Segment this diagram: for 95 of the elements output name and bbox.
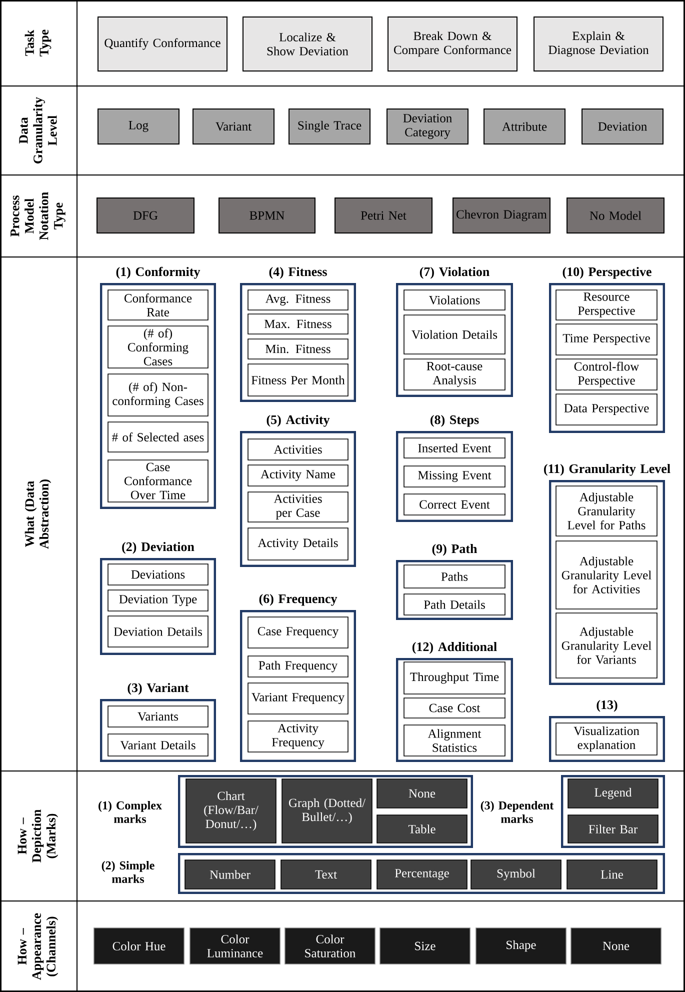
node-label: (5) Activity bbox=[266, 414, 330, 427]
category-box: Single Trace bbox=[288, 108, 370, 144]
item-box: Activity Name bbox=[248, 464, 348, 486]
mark-box: Legend bbox=[568, 778, 658, 808]
item-box: Case Conformance Over Time bbox=[108, 460, 208, 502]
mark-box: Line bbox=[566, 860, 658, 890]
item-box: Variant Details bbox=[108, 734, 208, 756]
item-box: Control-flow Perspective bbox=[556, 358, 658, 390]
item-box: Adjustable Granularity Level for Activities bbox=[556, 540, 658, 610]
item-box: Avg. Fitness bbox=[248, 290, 348, 310]
node-label: (7) Violation bbox=[420, 267, 490, 279]
item-box: Case Frequency bbox=[248, 616, 348, 648]
category-box: Localize & Show Deviation bbox=[242, 16, 372, 72]
node-label: (11) Granularity Level bbox=[544, 464, 670, 476]
item-box: Data Perspective bbox=[556, 394, 658, 426]
item-box: Activities bbox=[248, 438, 348, 460]
item-box: Violation Details bbox=[404, 314, 506, 354]
category-box: BPMN bbox=[218, 198, 316, 234]
item-box: Variants bbox=[108, 706, 208, 728]
channel-box: None bbox=[570, 928, 662, 964]
item-box: (# of) Non-conforming Cases bbox=[108, 374, 208, 416]
node-label: (1) Complex marks bbox=[98, 801, 162, 823]
category-box: Log bbox=[98, 108, 180, 144]
mark-box: Graph (Dotted/ Bullet/…) bbox=[282, 778, 372, 844]
item-box: Adjustable Granularity Level for Paths bbox=[556, 486, 658, 536]
row-header: What (Data Abstraction) bbox=[24, 480, 52, 549]
node-label: (13) bbox=[596, 700, 618, 712]
category-box: Petri Net bbox=[334, 198, 432, 234]
channel-box: Color Hue bbox=[94, 928, 184, 964]
channel-box: Shape bbox=[476, 928, 566, 964]
category-box: No Model bbox=[566, 198, 664, 234]
item-box: Min. Fitness bbox=[248, 338, 348, 360]
mark-box: Percentage bbox=[376, 860, 468, 890]
category-box: Explain & Diagnose Deviation bbox=[534, 16, 664, 72]
row-header: Data Granularity Level bbox=[19, 97, 57, 164]
item-box: Violations bbox=[404, 290, 506, 310]
item-box: Case Cost bbox=[404, 698, 506, 718]
node-label: (3) Dependent marks bbox=[480, 801, 554, 823]
category-box: Quantify Conformance bbox=[98, 16, 228, 72]
category-box: Chevron Diagram bbox=[452, 198, 550, 234]
mark-box: Filter Bar bbox=[568, 814, 658, 844]
item-box: Activity Details bbox=[248, 528, 348, 560]
node-label: (1) Conformity bbox=[116, 266, 200, 279]
node-label: (9) Path bbox=[432, 544, 478, 556]
item-box: Path Frequency bbox=[248, 656, 348, 678]
item-box: # of Selected ases bbox=[108, 422, 208, 452]
node-label: (8) Steps bbox=[430, 415, 479, 427]
mark-box: None bbox=[376, 778, 468, 808]
category-box: DFG bbox=[96, 198, 194, 234]
item-box: Fitness Per Month bbox=[248, 364, 348, 396]
item-box: (# of) Conforming Cases bbox=[108, 326, 208, 368]
item-box: Time Perspective bbox=[556, 324, 658, 356]
item-box: Paths bbox=[404, 564, 506, 588]
row-header: How – Depiction (Marks) bbox=[18, 809, 58, 862]
mark-box: Table bbox=[376, 814, 468, 844]
item-box: Deviations bbox=[108, 564, 208, 586]
node-label: (6) Frequency bbox=[259, 594, 338, 606]
item-box: Root-cause Analysis bbox=[404, 358, 506, 390]
mark-box: Symbol bbox=[470, 860, 562, 890]
category-box: Variant bbox=[192, 108, 274, 144]
item-box: Deviation Type bbox=[108, 590, 208, 612]
node-label: (10) Perspective bbox=[562, 267, 652, 279]
row-header: Process Model Notation Type bbox=[10, 192, 66, 240]
item-box: Activity Frequency bbox=[248, 720, 348, 752]
node-label: (2) Deviation bbox=[122, 542, 194, 554]
item-box: Missing Event bbox=[404, 466, 506, 488]
item-box: Correct Event bbox=[404, 494, 506, 516]
item-box: Max. Fitness bbox=[248, 314, 348, 334]
channel-box: Size bbox=[380, 928, 470, 964]
node-label: (12) Additional bbox=[412, 642, 497, 654]
item-box: Adjustable Granularity Level for Variants bbox=[556, 612, 658, 678]
category-box: Break Down & Compare Conformance bbox=[388, 16, 518, 72]
mark-box: Chart (Flow/Bar/ Donut/…) bbox=[186, 778, 276, 844]
node-label: (3) Variant bbox=[128, 683, 189, 695]
mark-box: Text bbox=[280, 860, 372, 890]
row-header: Task Type bbox=[24, 30, 52, 56]
row-header: How – Appearance (Channels) bbox=[18, 913, 58, 980]
node-label: (4) Fitness bbox=[269, 267, 327, 279]
item-box: Visualization explanation bbox=[556, 722, 658, 756]
category-box: Deviation bbox=[582, 108, 664, 144]
item-box: Alignment Statistics bbox=[404, 724, 506, 756]
item-box: Variant Frequency bbox=[248, 682, 348, 714]
category-box: Deviation Category bbox=[386, 108, 468, 144]
item-box: Conformance Rate bbox=[108, 290, 208, 320]
channel-box: Color Saturation bbox=[284, 928, 376, 964]
item-box: Throughput Time bbox=[404, 662, 506, 694]
item-box: Activities per Case bbox=[248, 492, 348, 522]
item-box: Path Details bbox=[404, 594, 506, 616]
item-box: Deviation Details bbox=[108, 616, 208, 648]
mark-box: Number bbox=[184, 860, 276, 890]
node-label: (2) Simple marks bbox=[102, 861, 154, 883]
category-box: Attribute bbox=[484, 108, 566, 144]
item-box: Resource Perspective bbox=[556, 290, 658, 320]
channel-box: Color Luminance bbox=[190, 928, 280, 964]
item-box: Inserted Event bbox=[404, 438, 506, 458]
